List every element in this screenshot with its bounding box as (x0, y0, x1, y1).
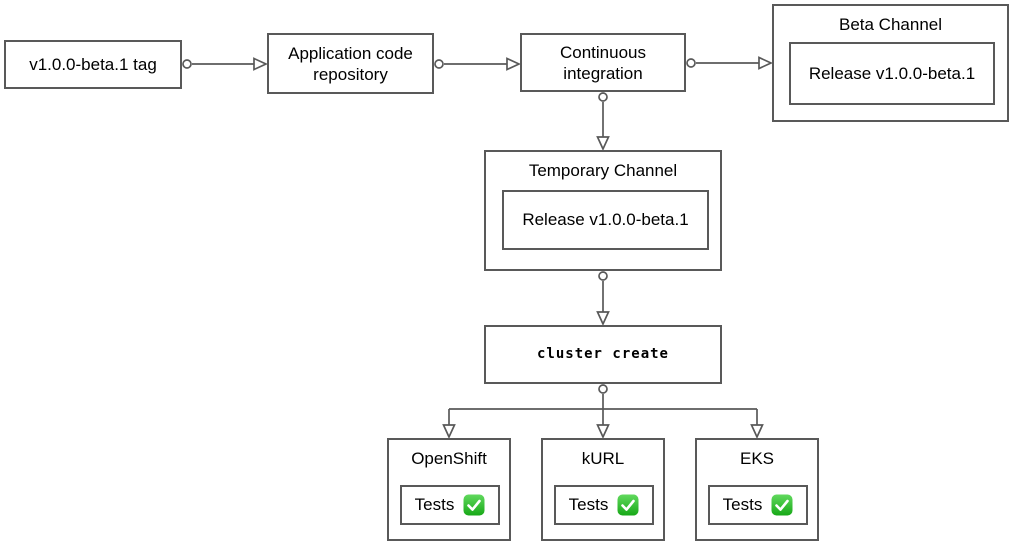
node-continuous-integration: Continuous integration (520, 33, 686, 92)
node-beta-channel: Beta Channel Release v1.0.0-beta.1 (772, 4, 1009, 122)
beta-channel-release-label: Release v1.0.0-beta.1 (808, 63, 976, 83)
temporary-channel-release-node: Release v1.0.0-beta.1 (502, 190, 709, 250)
beta-channel-release-node: Release v1.0.0-beta.1 (789, 42, 995, 105)
temporary-channel-release-label: Release v1.0.0-beta.1 (522, 210, 689, 229)
connector-temp-channel-to-cluster-create (596, 271, 610, 327)
node-continuous-integration-label: Continuous integration (559, 42, 646, 83)
cluster-openshift-title: OpenShift (411, 449, 487, 468)
node-version-tag-label: v1.0.0-beta.1 tag (29, 55, 157, 74)
eks-tests-label: Tests (722, 495, 763, 514)
connector-ci-to-temp-channel (596, 92, 610, 152)
node-cluster-create-label: cluster create (536, 346, 669, 362)
node-cluster-create: cluster create (484, 325, 722, 384)
node-app-code-repository: Application code repository (267, 33, 434, 94)
connector-repo-to-ci (434, 57, 522, 71)
node-app-code-repository-label: Application code repository (288, 43, 413, 84)
node-cluster-eks: EKS Tests (695, 438, 819, 541)
kurl-tests-label: Tests (568, 495, 609, 514)
kurl-tests-node: Tests (554, 485, 654, 525)
node-cluster-kurl: kURL Tests (541, 438, 665, 541)
openshift-tests-label: Tests (414, 495, 455, 514)
node-temporary-channel: Temporary Channel Release v1.0.0-beta.1 (484, 150, 722, 271)
beta-channel-title: Beta Channel (838, 15, 943, 34)
cluster-eks-title: EKS (739, 449, 775, 468)
connector-cluster-create-to-clusters (442, 384, 764, 440)
node-version-tag: v1.0.0-beta.1 tag (4, 40, 182, 89)
connector-tag-to-repo (182, 57, 269, 71)
check-mark-icon (617, 494, 639, 516)
node-cluster-openshift: OpenShift Tests (387, 438, 511, 541)
cluster-kurl-title: kURL (581, 449, 625, 468)
temporary-channel-title: Temporary Channel (528, 161, 678, 180)
openshift-tests-node: Tests (400, 485, 500, 525)
check-mark-icon (463, 494, 485, 516)
eks-tests-node: Tests (708, 485, 808, 525)
connector-ci-to-beta-channel (686, 56, 774, 70)
check-mark-icon (771, 494, 793, 516)
